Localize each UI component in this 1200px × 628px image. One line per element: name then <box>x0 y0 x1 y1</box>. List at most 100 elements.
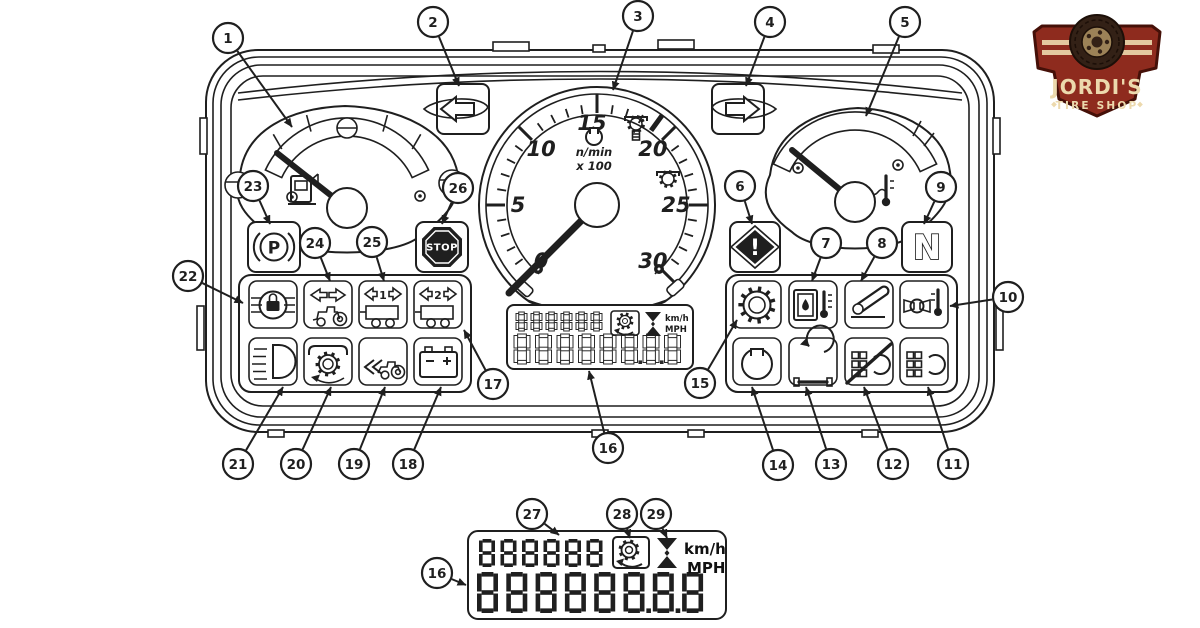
seg-digit <box>543 539 560 567</box>
tach-tick <box>660 268 677 285</box>
tach-tick <box>517 125 534 142</box>
seg-digit <box>652 572 674 613</box>
callout-24: 24 <box>298 226 332 260</box>
lcd-detail-view: km/h MPH <box>467 530 727 620</box>
callout-16: 16 <box>591 431 625 465</box>
seg-digit <box>545 311 558 332</box>
callout-leader-26 <box>441 202 453 225</box>
mount-tab <box>687 429 705 438</box>
svg-text:3: 3 <box>633 9 642 25</box>
gear-rotation-icon <box>308 345 348 384</box>
mount-tab <box>492 41 530 52</box>
pto-shaft-icon <box>741 347 773 380</box>
seg-digit <box>556 333 574 365</box>
fuel-scale-band <box>264 117 430 179</box>
callout-26: 26 <box>441 171 475 205</box>
svg-text:16: 16 <box>599 441 618 457</box>
tach-tick <box>678 158 688 165</box>
warning-icon: ! <box>729 224 781 270</box>
tractor-signal-icon <box>309 287 348 327</box>
callout-leader-12 <box>863 386 889 450</box>
svg-text:19: 19 <box>345 457 364 473</box>
svg-text:12: 12 <box>884 457 903 473</box>
callout-8: 8 <box>865 226 899 260</box>
svg-text:21: 21 <box>229 457 248 473</box>
tach-tick <box>497 218 507 222</box>
svg-text:22: 22 <box>179 269 198 285</box>
lcd-display: km/h MPH <box>506 304 694 370</box>
seg-digit <box>500 539 517 567</box>
callout-18: 18 <box>391 447 425 481</box>
svg-text:5: 5 <box>900 15 909 31</box>
callout-19: 19 <box>337 447 371 481</box>
callout-leader-16 <box>587 370 606 433</box>
left-turn-indicator <box>422 83 490 135</box>
right-turn-arrow-icon <box>725 94 761 124</box>
tach-tick <box>564 108 570 118</box>
stop-indicator: STOP <box>415 221 469 273</box>
decimal-point <box>638 360 643 364</box>
seg-digit <box>599 333 617 365</box>
seg-digit <box>578 333 596 365</box>
mount-tab <box>199 117 208 155</box>
pto-shaft-icon <box>585 127 603 146</box>
pto-on-icon <box>906 351 946 378</box>
tach-tick <box>506 158 516 165</box>
callout-leader-1 <box>236 50 293 128</box>
callout-leader-3 <box>611 30 634 91</box>
svg-text:STOP: STOP <box>426 243 458 254</box>
callout-leader-29 <box>659 528 668 539</box>
callout-4: 4 <box>753 5 787 39</box>
svg-text:4: 4 <box>765 15 774 31</box>
callout-leader-19 <box>359 386 386 450</box>
callout-23: 23 <box>236 169 270 203</box>
svg-text:8: 8 <box>877 236 886 252</box>
tach-number-20: 20 <box>638 137 667 161</box>
temp-needle-hub <box>834 181 876 223</box>
tach-tick <box>649 113 665 133</box>
callout-13: 13 <box>814 447 848 481</box>
hourglass-icon <box>657 538 677 568</box>
seg-digit <box>522 539 538 567</box>
svg-text:2: 2 <box>434 289 442 302</box>
callout-leader-18 <box>413 386 442 450</box>
tach-tick <box>536 122 544 132</box>
creeper-icon <box>363 359 406 380</box>
callout-leader-14 <box>750 386 774 451</box>
callout-11: 11 <box>936 447 970 481</box>
seg-digit <box>682 572 704 613</box>
callout-leader-23 <box>258 200 271 225</box>
temp-scale-ticks <box>912 120 935 147</box>
svg-text:23: 23 <box>244 179 263 195</box>
tach-tick <box>678 245 688 252</box>
tach-tick <box>514 144 524 152</box>
park-brake-indicator: P <box>247 221 301 273</box>
seg-digit <box>513 333 531 365</box>
neutral-indicator: N <box>901 221 953 273</box>
callout-leader-21 <box>245 386 284 451</box>
svg-text:13: 13 <box>822 457 841 473</box>
seg-digit <box>565 539 581 567</box>
trailer2-signal-icon: 2 <box>415 286 458 328</box>
callout-27: 27 <box>515 497 549 531</box>
tach-tick <box>497 188 507 192</box>
callout-22: 22 <box>171 259 205 293</box>
rivet <box>414 190 426 202</box>
seg-digit <box>590 311 603 332</box>
callout-5: 5 <box>888 5 922 39</box>
fuel-pump-icon <box>288 173 319 205</box>
seg-digit <box>586 539 603 567</box>
seg-digit <box>664 333 682 365</box>
seg-digit <box>594 572 616 613</box>
mount-tab <box>267 429 285 438</box>
svg-text:28: 28 <box>613 507 632 523</box>
svg-text:17: 17 <box>484 377 503 393</box>
tach-unit-top: n/min <box>576 145 613 159</box>
tach-tick <box>660 125 677 142</box>
seg-digit <box>560 311 573 332</box>
callout-15: 15 <box>683 366 717 400</box>
svg-text:26: 26 <box>449 181 468 197</box>
battery-icon <box>419 346 458 378</box>
mount-tab <box>861 429 879 438</box>
